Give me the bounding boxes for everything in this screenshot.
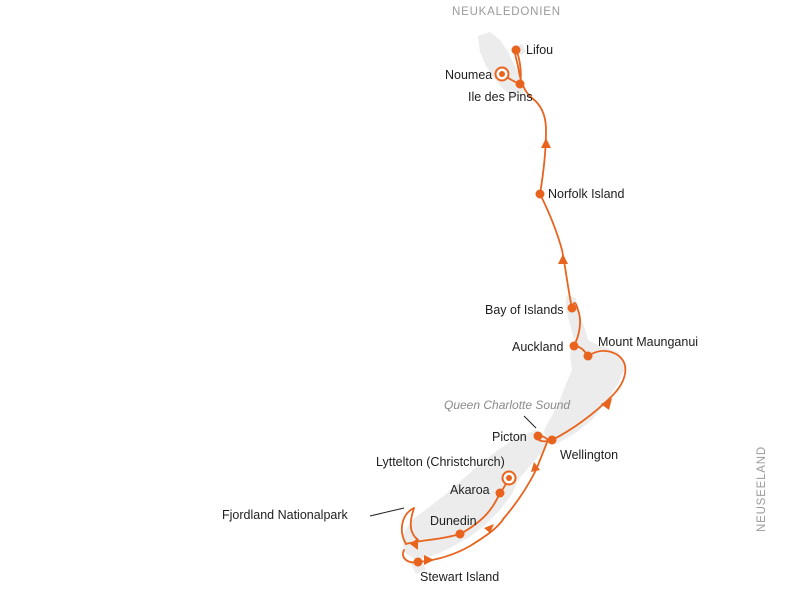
arrow-icon	[424, 555, 434, 565]
arrow-icon	[484, 524, 494, 533]
place-label-ile-des-pins: Ile des Pins	[468, 90, 533, 104]
arrow-icon	[541, 138, 551, 148]
place-label-auckland: Auckland	[512, 340, 563, 354]
route-bay-norfolk	[539, 193, 573, 309]
route-wellington-maunganui	[551, 350, 627, 441]
route-dunedin-fjordland	[405, 533, 461, 545]
place-label-picton: Picton	[492, 430, 527, 444]
place-label-stewart-island: Stewart Island	[420, 570, 499, 584]
route-arrows	[410, 138, 612, 565]
place-label-mount-maunganui: Mount Maunganui	[598, 335, 698, 349]
leader-line-queen-charlotte	[523, 415, 537, 429]
place-label-norfolk-island: Norfolk Island	[548, 187, 624, 201]
place-label-queen-charlotte-sound: Queen Charlotte Sound	[444, 398, 570, 412]
arrow-icon	[531, 462, 540, 472]
north-island-landmass	[544, 296, 626, 444]
port-marker-mount-maunganui[interactable]	[583, 351, 593, 361]
place-label-wellington: Wellington	[560, 448, 618, 462]
port-marker-lyttelton[interactable]	[501, 470, 517, 486]
port-marker-lifou[interactable]	[511, 45, 521, 55]
route-auckland-bay	[571, 302, 581, 347]
port-markers	[413, 45, 593, 567]
arrow-icon	[558, 254, 568, 264]
place-label-bay-of-islands: Bay of Islands	[485, 303, 564, 317]
arrow-icon	[601, 398, 612, 410]
port-marker-akaroa[interactable]	[495, 488, 505, 498]
port-marker-norfolk-island[interactable]	[535, 189, 545, 199]
route-norfolk-newcaledonia	[514, 49, 547, 195]
leader-lines	[369, 415, 537, 517]
port-marker-ile-des-pins[interactable]	[515, 79, 525, 89]
place-label-lifou: Lifou	[526, 43, 553, 57]
region-label-new-caledonia: NEUKALEDONIEN	[452, 6, 561, 18]
port-marker-auckland[interactable]	[569, 341, 579, 351]
place-label-akaroa: Akaroa	[450, 483, 490, 497]
port-marker-dunedin[interactable]	[455, 529, 465, 539]
place-label-noumea: Noumea	[445, 68, 492, 82]
place-label-dunedin: Dunedin	[430, 514, 477, 528]
route-stewart-east	[417, 517, 505, 563]
place-label-lyttelton: Lyttelton (Christchurch)	[376, 455, 505, 469]
route-fjordland-loop	[400, 507, 419, 545]
port-marker-stewart-island[interactable]	[413, 557, 423, 567]
region-label-new-zealand: NEUSEELAND	[756, 446, 768, 532]
port-marker-bay-of-islands[interactable]	[567, 303, 577, 313]
port-marker-wellington[interactable]	[547, 435, 557, 445]
arrow-icon	[410, 538, 418, 550]
port-marker-noumea[interactable]	[494, 66, 510, 82]
south-island-landmass	[402, 430, 548, 560]
leader-line-fjordland	[369, 507, 405, 517]
place-label-fjordland: Fjordland Nationalpark	[222, 508, 349, 522]
port-marker-picton[interactable]	[533, 431, 543, 441]
